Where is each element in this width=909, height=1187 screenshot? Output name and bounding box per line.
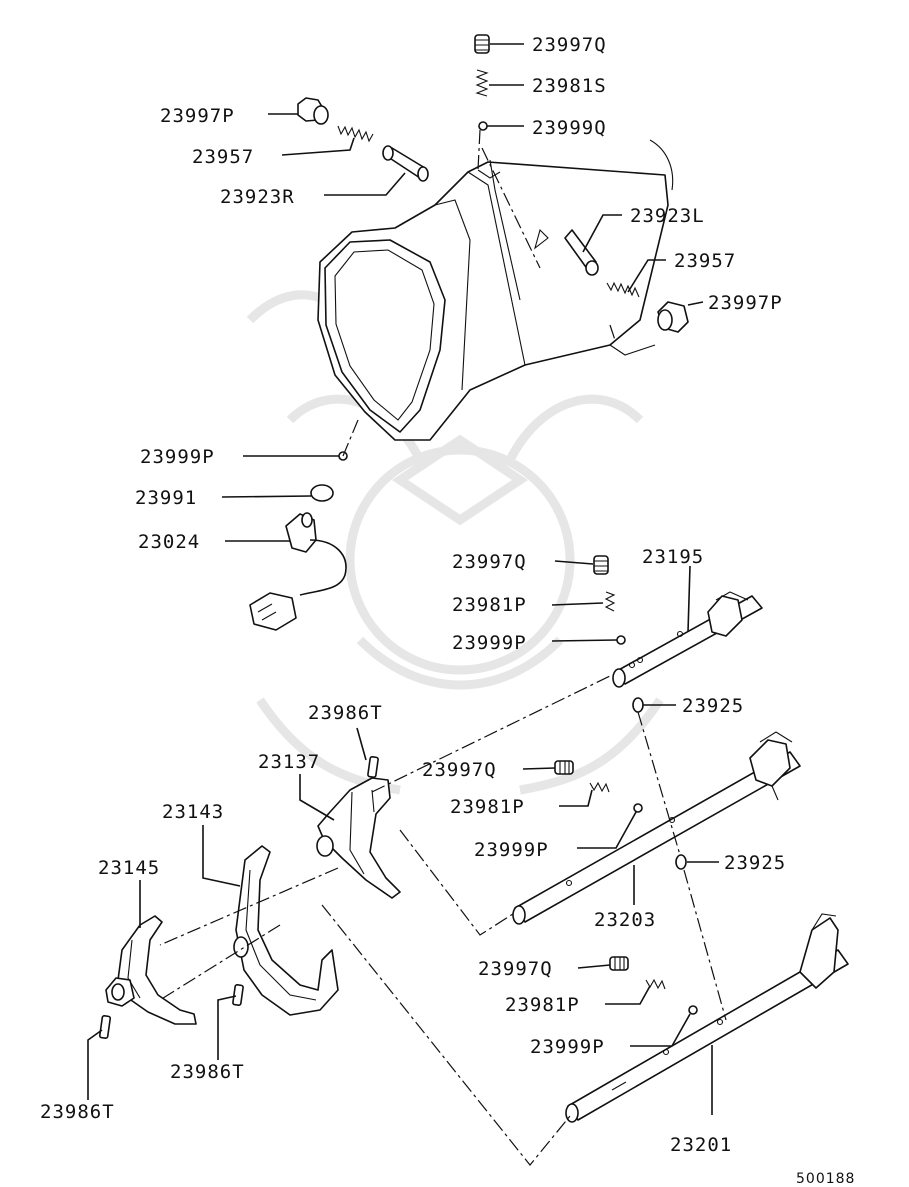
pin-23923r (382, 145, 429, 182)
leader-lines (87, 43, 719, 1115)
callout-23137: 23137 (258, 751, 320, 773)
callout-23997p-right: 23997P (708, 292, 783, 314)
spring-23997q-top (474, 34, 490, 54)
seal-23991 (310, 484, 334, 502)
callout-23997q-middle: 23997Q (422, 759, 497, 781)
plug-23997p-left (297, 97, 329, 125)
spring-23997q-lower (609, 956, 629, 971)
spring-23981p-middle (589, 781, 610, 793)
callout-23201: 23201 (670, 1134, 732, 1156)
callout-23923r: 23923R (220, 186, 295, 208)
callout-23981p-upper: 23981P (452, 594, 527, 616)
roll-pin-23986t-lower (98, 1015, 112, 1039)
assembly-lines (159, 129, 727, 1166)
shift-fork-23143 (233, 845, 339, 1016)
callout-labels: 23997Q 23981S 23999Q 23997P 23957 23923R… (40, 34, 786, 1156)
callout-23999p-case: 23999P (140, 446, 215, 468)
ball-23999q (478, 121, 488, 131)
plug-23997p-right (657, 301, 689, 333)
callout-23986t-upper: 23986T (308, 702, 383, 724)
spring-23981s (475, 69, 489, 97)
sensor-23024 (249, 512, 347, 631)
callout-23999q: 23999Q (532, 117, 607, 139)
callout-23195: 23195 (642, 546, 704, 568)
interlock-23925-lower (675, 854, 687, 870)
callout-23957-right: 23957 (674, 250, 736, 272)
callout-23981p-lower: 23981P (505, 994, 580, 1016)
callout-23991: 23991 (135, 487, 197, 509)
spring-23957-right (606, 281, 640, 298)
callout-23203: 23203 (594, 909, 656, 931)
diagram-reference-code: 500188 (796, 1171, 855, 1187)
spring-23981p-upper (604, 591, 616, 612)
shift-rail-23201 (565, 913, 849, 1123)
callout-23986t-lower: 23986T (40, 1101, 115, 1123)
callout-23145: 23145 (98, 857, 160, 879)
pin-23923l (564, 229, 599, 276)
callout-23143: 23143 (162, 801, 224, 823)
callout-23925-upper: 23925 (682, 695, 744, 717)
shift-fork-23137 (316, 777, 401, 899)
spring-23957-left (337, 125, 374, 143)
callout-23925-lower: 23925 (724, 852, 786, 874)
ball-23999p-middle (633, 803, 643, 813)
ball-23999p-upper (616, 635, 626, 645)
callout-23997q-top: 23997Q (532, 34, 607, 56)
callout-23024: 23024 (138, 531, 200, 553)
roll-pin-23986t-upper (367, 755, 379, 779)
spring-23997q-middle (554, 760, 574, 775)
callout-23997q-lower: 23997Q (478, 958, 553, 980)
callout-23999p-lower: 23999P (530, 1036, 605, 1058)
shift-rail-23203 (512, 731, 801, 925)
transmission-case (317, 139, 674, 441)
callout-23957-left: 23957 (192, 146, 254, 168)
shift-fork-23145 (105, 915, 197, 1025)
spring-23997q-upper (593, 555, 609, 575)
ball-23999p-lower (688, 1005, 698, 1015)
callout-23981s: 23981S (532, 75, 607, 97)
callout-23997q-upper: 23997Q (452, 551, 527, 573)
callout-23986t-middle: 23986T (170, 1061, 245, 1083)
shift-rail-23195 (612, 591, 763, 688)
callout-23999p-middle: 23999P (474, 839, 549, 861)
interlock-23925-upper (632, 697, 644, 713)
callout-23981p-middle: 23981P (450, 796, 525, 818)
callout-23923l: 23923L (630, 205, 705, 227)
callout-23999p-upper: 23999P (452, 632, 527, 654)
roll-pin-23986t-middle (232, 983, 244, 1007)
callout-23997p-left: 23997P (160, 105, 235, 127)
